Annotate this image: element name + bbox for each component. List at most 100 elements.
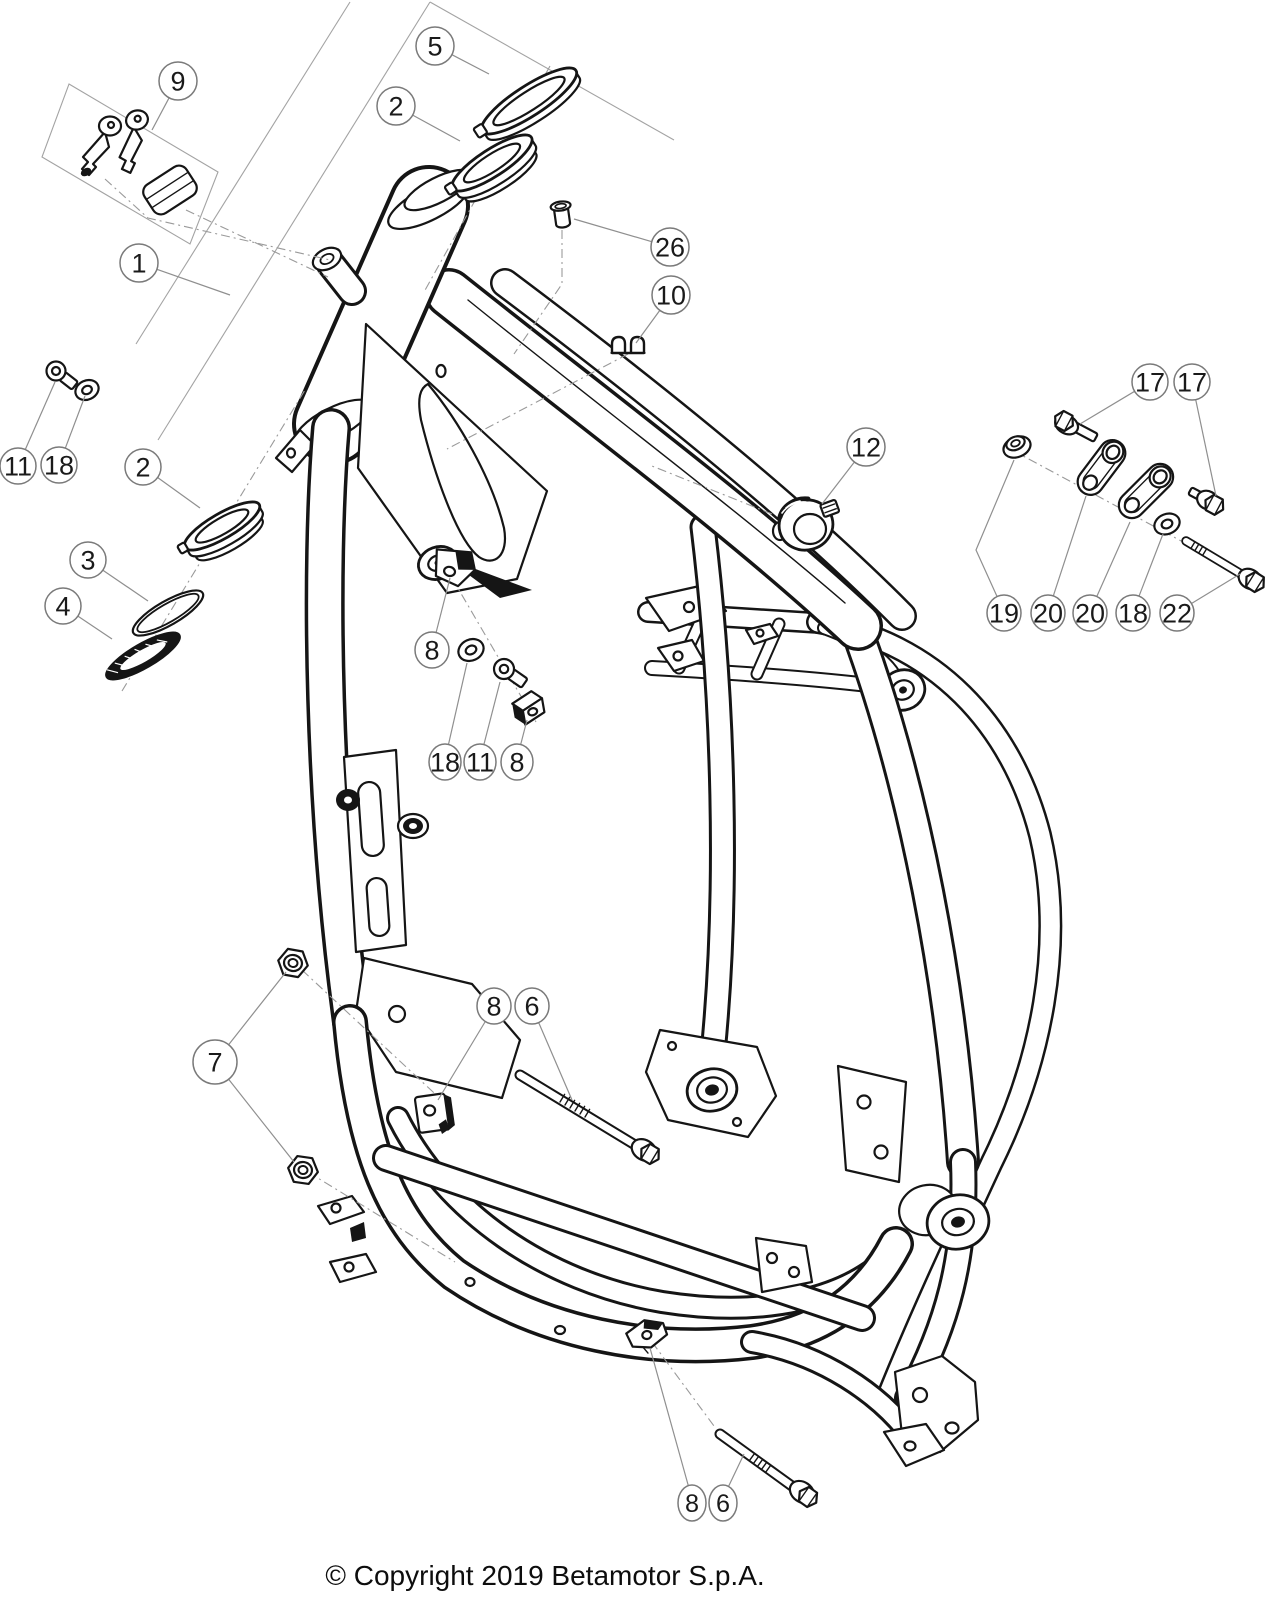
callout-balloon: [1131, 363, 1169, 401]
callout-balloon: [463, 743, 497, 781]
callout-leader: [412, 114, 461, 142]
frame-cradle: [332, 1004, 980, 1468]
callout-number: 6: [524, 992, 539, 1022]
callout-leader: [157, 477, 201, 509]
callout-balloon: [40, 446, 78, 484]
callout-leader: [437, 1021, 486, 1101]
lock-screw: [80, 167, 92, 177]
callout-balloon: [1159, 594, 1195, 632]
callout-10-4: 10: [635, 275, 691, 344]
callout-18-15: 18: [428, 662, 468, 781]
callout-number: 3: [80, 546, 95, 576]
part-17-bolt-short-2: [1187, 486, 1225, 516]
callout-number: 5: [427, 32, 442, 62]
callout-12-6: 12: [821, 427, 886, 505]
part-18-washer-mid: [457, 637, 485, 663]
callout-leader: [228, 1078, 295, 1163]
callout-leader: [102, 569, 149, 602]
part-9-lock-set: [80, 109, 198, 216]
callout-number: 10: [656, 281, 686, 311]
callout-17-8: 17: [1173, 363, 1217, 497]
callout-8-14: 8: [414, 577, 451, 669]
frame-pivot-area: [644, 1028, 991, 1251]
part-17-bolt-short: [1054, 409, 1099, 443]
callout-leader: [24, 381, 56, 450]
callout-leader: [573, 218, 652, 243]
part-8-bracket-bottom: [625, 1319, 669, 1354]
part-18-washer-left: [74, 378, 100, 402]
callout-balloon: [44, 587, 82, 625]
exploded-parts: [45, 66, 1265, 1509]
part-26-rivet-nut: [549, 200, 572, 229]
callout-leader: [1096, 521, 1131, 597]
callout-leader: [1195, 399, 1217, 497]
callout-balloon: [124, 448, 162, 486]
pivot-bushing: [685, 1067, 739, 1113]
part-8-nut-plate-gusset: [434, 548, 532, 598]
callout-balloon: [1030, 594, 1066, 632]
callout-number: 18: [44, 451, 74, 481]
callout-number: 22: [1162, 599, 1192, 629]
part-11-bolt-mid: [492, 657, 528, 689]
centerlines-layer: [104, 65, 1251, 1427]
callout-18-21: 18: [1115, 533, 1164, 632]
callout-balloon: [514, 987, 550, 1025]
callout-leader: [649, 1347, 689, 1486]
centerline-6: [651, 465, 773, 515]
part-2-bearing-upper: [443, 133, 538, 203]
callout-leader: [64, 395, 86, 449]
part-3-o-ring: [131, 589, 205, 637]
part-6-bolt-bottom: [714, 1428, 819, 1509]
part-12-clamp: [771, 496, 841, 552]
callout-balloon: [1115, 594, 1151, 632]
steering-lock-boss: [311, 246, 367, 306]
callout-leader: [520, 719, 528, 745]
callout-balloon: [415, 26, 455, 66]
callout-leader: [156, 268, 231, 296]
callout-5-1: 5: [415, 26, 490, 75]
part-19-flanged-nut: [1002, 435, 1032, 459]
frame-line-art: [274, 165, 1063, 1468]
callout-leader: [635, 310, 661, 344]
callout-6-27: 6: [708, 1453, 745, 1522]
callout-number: 2: [388, 92, 403, 122]
callout-26-3: 26: [573, 218, 690, 267]
part-18-washer-right: [1153, 512, 1181, 536]
callout-number: 12: [851, 433, 881, 463]
callout-number: 8: [685, 1490, 699, 1518]
frame-backbone: [424, 268, 883, 651]
callout-balloon: [500, 743, 534, 781]
callout-19-18: 19: [975, 459, 1022, 632]
callout-balloon: [476, 987, 512, 1025]
rubber-bushing-right: [396, 812, 430, 840]
callout-leader: [435, 577, 451, 633]
engine-bracket-rear: [836, 1064, 908, 1184]
centerline-9: [301, 969, 448, 1106]
frame-down-tube: [304, 408, 522, 1284]
key-icon: [80, 115, 123, 177]
callout-number: 2: [135, 453, 150, 483]
cradle-bracket: [754, 1236, 814, 1294]
callout-number: 9: [170, 67, 185, 97]
callout-number: 8: [486, 992, 501, 1022]
callout-11-16: 11: [463, 681, 501, 781]
callout-balloon: [119, 243, 159, 283]
callout-balloon: [69, 541, 107, 579]
callout-leader: [228, 971, 287, 1046]
callout-number: 19: [989, 599, 1019, 629]
callout-4-13: 4: [44, 587, 113, 640]
callout-number: 11: [4, 452, 32, 482]
callout-leader: [451, 54, 490, 75]
callout-6-25: 6: [514, 987, 573, 1101]
callout-leader: [821, 461, 855, 505]
callout-balloon: [708, 1484, 738, 1522]
engine-plate: [354, 956, 522, 1100]
frame-far-spar: [490, 268, 917, 631]
callout-17-7: 17: [1079, 363, 1169, 425]
part-7-nut-upper: [277, 947, 309, 979]
callout-number: 20: [1033, 599, 1063, 629]
part-7-nut-lower: [287, 1154, 319, 1186]
